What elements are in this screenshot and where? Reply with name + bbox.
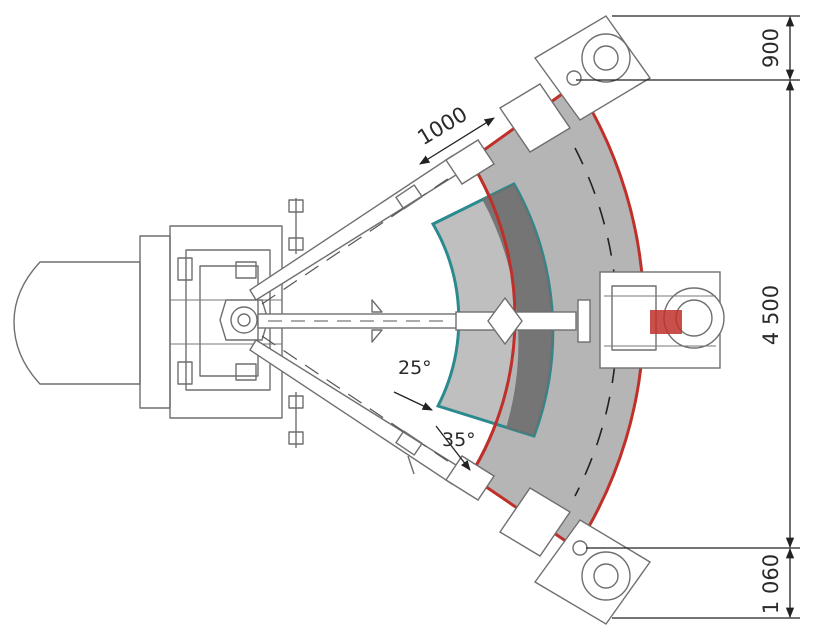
jack-bottom-cap bbox=[288, 395, 304, 409]
jack-bottom-foot bbox=[288, 431, 304, 445]
upper-boom-centerline bbox=[261, 175, 453, 305]
drill-head bbox=[455, 271, 725, 369]
overlap-band bbox=[482, 184, 553, 436]
middle-arm bbox=[257, 313, 459, 329]
upper-head-drum bbox=[581, 33, 631, 83]
lower-boom-clamp bbox=[395, 430, 423, 456]
dim-label-bottom: 1 060 bbox=[759, 554, 783, 614]
rotation-unit bbox=[487, 296, 523, 346]
lower-boom-tip bbox=[445, 455, 495, 501]
upper-boom-clamp bbox=[395, 184, 423, 210]
lower-head-drum bbox=[581, 551, 631, 601]
head-red-mark bbox=[650, 310, 682, 334]
upper-head-mount bbox=[499, 83, 571, 153]
engine-dome bbox=[13, 261, 141, 385]
angle-35-arrow bbox=[435, 425, 471, 471]
angle-annotations: 25° 35° bbox=[393, 357, 476, 471]
base-frame-outer bbox=[139, 235, 171, 409]
lower-head-mount bbox=[499, 487, 571, 557]
lower-boom-head bbox=[407, 455, 652, 625]
head-flange bbox=[577, 299, 591, 343]
upper-head-pin bbox=[566, 70, 582, 86]
lower-boom-centerline bbox=[261, 335, 453, 465]
jack-top-cap bbox=[288, 199, 304, 213]
angle-25-arrow bbox=[393, 391, 433, 411]
base-machine bbox=[13, 198, 304, 448]
zone-center-arc bbox=[574, 147, 618, 497]
lower-head-drum-inner bbox=[593, 563, 619, 589]
upper-head-drum-inner bbox=[593, 45, 619, 71]
base-lug-top bbox=[177, 257, 193, 281]
lower-boom-bolt bbox=[407, 455, 415, 475]
booms bbox=[249, 155, 466, 485]
dim-label-span: 4 500 bbox=[759, 285, 783, 345]
right-dimensions: 900 4 500 1 060 bbox=[576, 15, 800, 619]
extension-label: 1000 bbox=[413, 102, 471, 150]
base-lug-bottom bbox=[177, 361, 193, 385]
jack-top-foot bbox=[288, 237, 304, 251]
angle-25-label: 25° bbox=[398, 357, 432, 379]
pivot-pin bbox=[237, 313, 251, 327]
arm-guides bbox=[371, 299, 383, 343]
extension-arrow bbox=[419, 117, 495, 165]
pivot-hub bbox=[230, 306, 258, 334]
angle-35-label: 35° bbox=[442, 429, 476, 451]
dim-label-top: 900 bbox=[759, 28, 783, 68]
base-block-bottom bbox=[235, 363, 257, 381]
pivot-mount bbox=[219, 299, 269, 341]
base-block-top bbox=[235, 261, 257, 279]
